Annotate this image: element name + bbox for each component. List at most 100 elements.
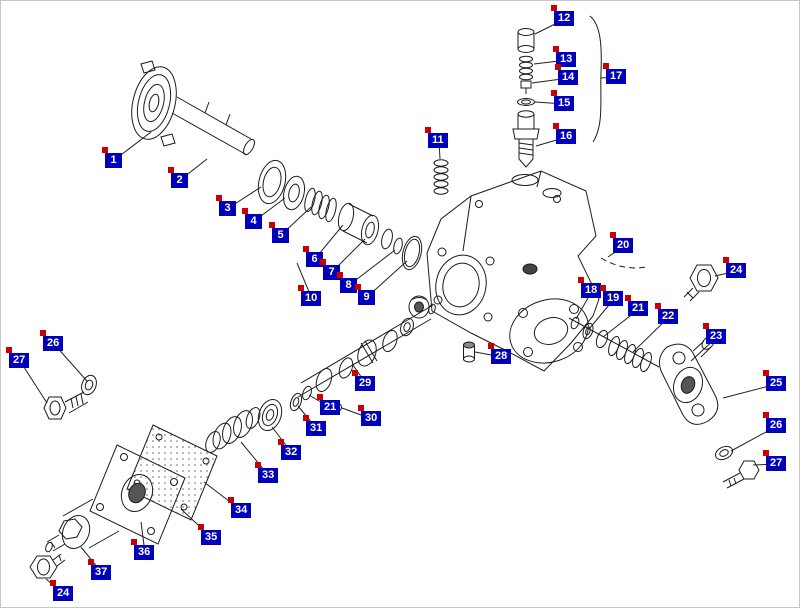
callout-32[interactable]: 32 [278,439,302,460]
callout-marker-icon [555,64,561,70]
callout-36[interactable]: 36 [131,539,155,560]
callout-26[interactable]: 26 [763,412,787,433]
callout-35[interactable]: 35 [198,524,222,545]
callout-number: 26 [770,419,783,431]
callout-number: 34 [235,504,248,516]
callout-number: 18 [585,284,598,296]
delivery-valve-drawing [513,29,539,168]
callout-marker-icon [655,303,661,309]
callout-number: 1 [110,154,117,166]
callout-8[interactable]: 8 [337,272,357,293]
callout-number: 29 [359,377,372,389]
callout-16[interactable]: 16 [553,123,577,144]
callout-number: 27 [770,457,783,469]
end-housing-drawing [30,445,185,578]
callout-marker-icon [6,347,12,353]
callout-1[interactable]: 1 [102,147,122,168]
callout-marker-icon [488,343,494,349]
callout-19[interactable]: 19 [600,285,624,306]
callout-number: 22 [662,310,675,322]
callout-number: 15 [558,97,571,109]
callout-number: 19 [607,292,620,304]
callout-marker-icon [763,412,769,418]
callout-3[interactable]: 3 [216,195,236,216]
callout-37[interactable]: 37 [88,559,112,580]
bracket-17-drawing [590,16,601,142]
callout-number: 28 [495,350,508,362]
callout-21[interactable]: 21 [317,394,341,415]
dashed-mark-20 [601,258,646,268]
callout-marker-icon [553,46,559,52]
callout-number: 20 [617,239,630,251]
callout-2[interactable]: 2 [168,167,188,188]
callout-22[interactable]: 22 [655,303,679,324]
callout-13[interactable]: 13 [553,46,577,67]
callout-number: 37 [95,566,108,578]
callout-number: 35 [205,531,218,543]
callout-marker-icon [216,195,222,201]
callout-number: 10 [305,292,318,304]
plunger-spring-drawing [303,187,339,222]
callout-18[interactable]: 18 [578,277,602,298]
callout-7[interactable]: 7 [320,259,340,280]
callout-28[interactable]: 28 [488,343,512,364]
callout-marker-icon [50,580,56,586]
callout-4[interactable]: 4 [242,208,262,229]
callout-marker-icon [358,405,364,411]
callout-number: 21 [324,401,337,413]
callout-number: 33 [262,469,275,481]
callout-number: 36 [138,546,151,558]
callout-17[interactable]: 17 [603,63,627,84]
callout-20[interactable]: 20 [610,232,634,253]
callout-number: 14 [562,71,575,83]
callout-marker-icon [763,450,769,456]
callout-marker-icon [303,415,309,421]
callout-marker-icon [298,285,304,291]
callout-29[interactable]: 29 [352,370,376,391]
callout-25[interactable]: 25 [763,370,787,391]
callout-9[interactable]: 9 [355,284,375,305]
callout-number: 11 [432,134,444,146]
callout-24[interactable]: 24 [50,580,74,601]
callout-marker-icon [763,370,769,376]
callout-15[interactable]: 15 [551,90,575,111]
camshaft-drawing [298,296,437,397]
callout-5[interactable]: 5 [269,222,289,243]
callout-marker-icon [703,323,709,329]
hex-plug-right-drawing [684,265,718,301]
callout-6[interactable]: 6 [303,246,323,267]
tappet-drawing [125,61,257,156]
callout-marker-icon [600,285,606,291]
callout-11[interactable]: 11 [425,127,448,148]
gasket-drawing [127,425,217,520]
callout-33[interactable]: 33 [255,462,279,483]
callout-number: 25 [770,377,783,389]
callout-34[interactable]: 34 [228,497,252,518]
callout-marker-icon [610,232,616,238]
callout-marker-icon [553,123,559,129]
callout-number: 7 [328,266,335,278]
callout-27[interactable]: 27 [6,347,30,368]
callout-24[interactable]: 24 [723,257,747,278]
callout-number: 26 [47,337,60,349]
callout-marker-icon [578,277,584,283]
callout-marker-icon [551,5,557,11]
callout-marker-icon [723,257,729,263]
callout-marker-icon [255,462,261,468]
callout-23[interactable]: 23 [703,323,727,344]
callout-12[interactable]: 12 [551,5,575,26]
callout-marker-icon [352,370,358,376]
callout-10[interactable]: 10 [298,285,322,306]
callout-21[interactable]: 21 [625,295,649,316]
callout-14[interactable]: 14 [555,64,579,85]
callout-30[interactable]: 30 [358,405,382,426]
callout-number: 24 [57,587,70,599]
callout-27[interactable]: 27 [763,450,787,471]
callout-26[interactable]: 26 [40,330,64,351]
callout-marker-icon [198,524,204,530]
callout-31[interactable]: 31 [303,415,327,436]
callout-marker-icon [168,167,174,173]
callout-marker-icon [269,222,275,228]
